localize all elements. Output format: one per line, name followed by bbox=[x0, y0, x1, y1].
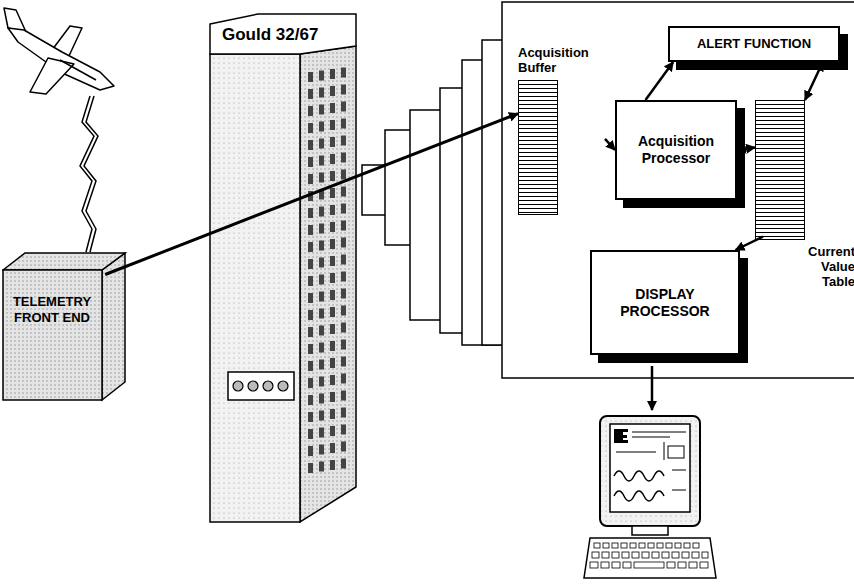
output-arrow bbox=[651, 366, 654, 410]
process-box: DISPLAY PROCESSOR bbox=[590, 250, 740, 355]
connector-arrow bbox=[736, 237, 764, 250]
airplane bbox=[4, 8, 114, 94]
acquisition-buffer: Acquisition Buffer bbox=[518, 46, 605, 215]
node-label: Acquisition Processor bbox=[627, 133, 725, 167]
computer-cabinet: Gould 32/67 bbox=[208, 12, 370, 527]
node-label: Acquisition Buffer bbox=[518, 46, 605, 76]
connector-arrow bbox=[105, 114, 518, 275]
striped-register bbox=[518, 80, 558, 215]
cabinet-drawing bbox=[208, 12, 358, 527]
node-label: TELEMETRY FRONT END bbox=[2, 252, 102, 325]
process-box: Acquisition Processor bbox=[615, 100, 737, 200]
striped-register bbox=[755, 100, 805, 240]
monitor bbox=[584, 416, 716, 578]
connector-arrow bbox=[646, 62, 674, 100]
connector-arrow bbox=[737, 147, 755, 150]
radio-link bbox=[80, 96, 98, 252]
connector-arrow bbox=[605, 139, 615, 150]
node-label: ALERT FUNCTION bbox=[697, 36, 811, 52]
cube-drawing bbox=[2, 252, 127, 402]
value-table: Current Value Table bbox=[755, 100, 854, 290]
node-label: Gould 32/67 bbox=[208, 12, 370, 45]
node-label: Current Value Table bbox=[793, 245, 854, 290]
front-end-box: TELEMETRY FRONT END bbox=[2, 252, 131, 402]
connector-arrow bbox=[805, 62, 823, 100]
memory-panels bbox=[362, 2, 854, 378]
process-box: ALERT FUNCTION bbox=[668, 26, 840, 62]
node-label: DISPLAY PROCESSOR bbox=[607, 286, 723, 320]
